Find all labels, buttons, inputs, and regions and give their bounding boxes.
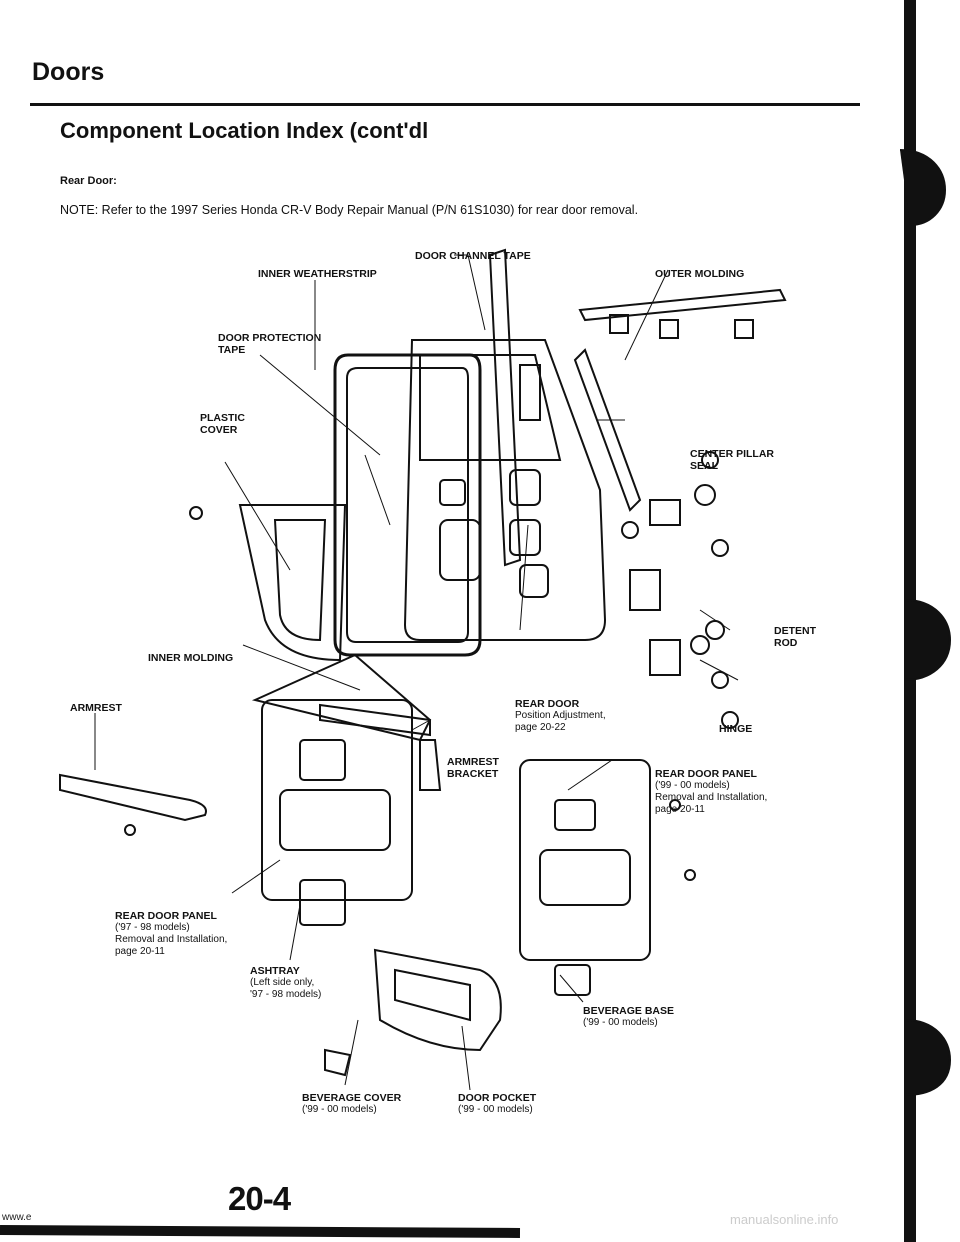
caption-rear-door-panel-97-line2: Removal and Installation, xyxy=(115,934,228,945)
label-rear-door: REAR DOOR xyxy=(515,698,580,710)
label-ashtray: ASHTRAY xyxy=(250,965,300,977)
label-beverage-base: BEVERAGE BASE xyxy=(583,1005,675,1017)
subsection-title: Rear Door: xyxy=(60,175,117,187)
caption-beverage-base: ('99 - 00 models) xyxy=(583,1017,658,1028)
label-beverage-cover: BEVERAGE COVER xyxy=(302,1092,402,1104)
label-inner-weatherstrip: INNER WEATHERSTRIP xyxy=(258,268,377,280)
label-rear-door-panel-97: REAR DOOR PANEL xyxy=(115,910,217,922)
caption-rear-door-panel-97-line1: ('97 - 98 models) xyxy=(115,922,190,933)
label-armrest-bracket-line1: ARMREST xyxy=(447,756,499,768)
label-armrest-bracket-line2: BRACKET xyxy=(447,768,499,780)
section-title: Component Location Index (cont'dl xyxy=(60,118,429,143)
caption-ashtray-line1: (Left side only, xyxy=(250,977,315,988)
caption-rear-door-panel-99-line1: ('99 - 00 models) xyxy=(655,780,730,791)
label-plastic-cover-line1: PLASTIC xyxy=(200,412,245,424)
label-center-pillar-seal-line2: SEAL xyxy=(690,460,719,472)
label-outer-molding: OUTER MOLDING xyxy=(655,268,745,280)
page-number: 20-4 xyxy=(228,1180,291,1217)
note-text: NOTE: Refer to the 1997 Series Honda CR-… xyxy=(60,203,639,217)
label-detent-rod-line1: DETENT xyxy=(774,625,816,637)
caption-rear-door-panel-99-line3: page 20-11 xyxy=(655,804,705,815)
caption-rear-door-panel-99-line2: Removal and Installation, xyxy=(655,792,768,803)
label-center-pillar-seal-line1: CENTER PILLAR xyxy=(690,448,774,460)
title-rule xyxy=(30,103,860,106)
label-door-protection-tape-line1: DOOR PROTECTION xyxy=(218,332,322,344)
label-door-protection-tape-line2: TAPE xyxy=(218,344,246,356)
page-title: Doors xyxy=(32,58,105,86)
website-watermark-left: www.e xyxy=(2,1212,32,1223)
caption-rear-door-panel-97-line3: page 20-11 xyxy=(115,946,165,957)
website-watermark-right: manualsonline.info xyxy=(730,1212,839,1227)
label-rear-door-panel-99: REAR DOOR PANEL xyxy=(655,768,757,780)
caption-ashtray-line2: '97 - 98 models) xyxy=(250,989,322,1000)
label-plastic-cover-line2: COVER xyxy=(200,424,238,436)
label-hinge: HINGE xyxy=(719,723,753,735)
label-armrest: ARMREST xyxy=(70,702,122,714)
label-door-channel-tape: DOOR CHANNEL TAPE xyxy=(415,250,531,262)
caption-beverage-cover: ('99 - 00 models) xyxy=(302,1104,377,1115)
label-door-pocket: DOOR POCKET xyxy=(458,1092,537,1104)
caption-rear-door-line1: Position Adjustment, xyxy=(515,710,606,721)
label-detent-rod-line2: ROD xyxy=(774,637,798,649)
caption-door-pocket: ('99 - 00 models) xyxy=(458,1104,533,1115)
label-inner-molding: INNER MOLDING xyxy=(148,652,234,664)
caption-rear-door-line2: page 20-22 xyxy=(515,722,566,733)
